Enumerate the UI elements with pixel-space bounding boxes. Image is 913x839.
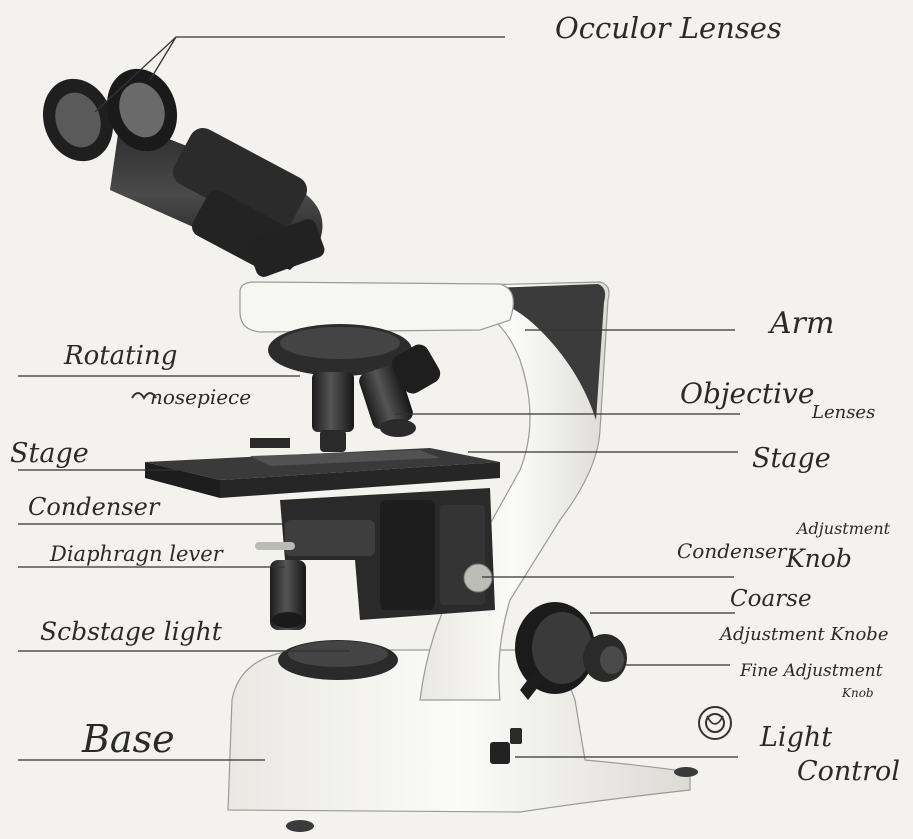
base-foot-left <box>286 820 314 832</box>
head-shape <box>240 282 513 332</box>
label-objective-lenses: Lenses <box>811 402 875 423</box>
label-diaphragm-lever: Diaphragn lever <box>49 542 225 566</box>
label-fine-knob: Knob <box>841 686 874 700</box>
ocular-lenses-graphic <box>32 59 327 279</box>
label-control: Control <box>797 756 900 787</box>
label-condenser-adjustment: Adjustment <box>795 519 891 538</box>
label-coarse: Coarse <box>730 586 812 612</box>
label-light: Light <box>759 722 832 753</box>
substage-light-graphic <box>278 640 398 680</box>
base-foot-right <box>674 767 698 777</box>
label-nosepiece: nosepiece <box>150 385 251 409</box>
diaphragm-lever-graphic <box>255 542 295 550</box>
label-condenser: Condenser <box>28 493 161 521</box>
label-condenser-knob: Knob <box>785 544 852 573</box>
label-fine-adjustment: Fine Adjustment <box>739 661 883 681</box>
light-control-graphic <box>490 742 510 764</box>
label-base: Base <box>81 717 175 761</box>
label-objective: Objective <box>680 377 814 410</box>
coarse-adjustment-knob-graphic <box>515 602 595 694</box>
condenser-graphic <box>280 488 495 620</box>
label-stage-right: Stage <box>752 443 831 474</box>
label-stage-left: Stage <box>10 438 89 469</box>
label-coarse-adjustment: Adjustment Knobe <box>718 624 889 645</box>
label-rotating: Rotating <box>63 341 177 371</box>
label-condenser-knob-prefix: Condenser <box>677 539 788 563</box>
substage-knob-graphic <box>270 560 306 630</box>
condenser-adjustment-knob-graphic <box>464 564 492 592</box>
light-control-scribble-icon <box>699 707 731 739</box>
label-ocular-lenses: Occulor Lenses <box>555 11 782 45</box>
label-substage-light: Scbstage light <box>40 617 223 646</box>
fine-adjustment-knob-graphic <box>583 634 627 682</box>
label-arm: Arm <box>767 306 834 341</box>
